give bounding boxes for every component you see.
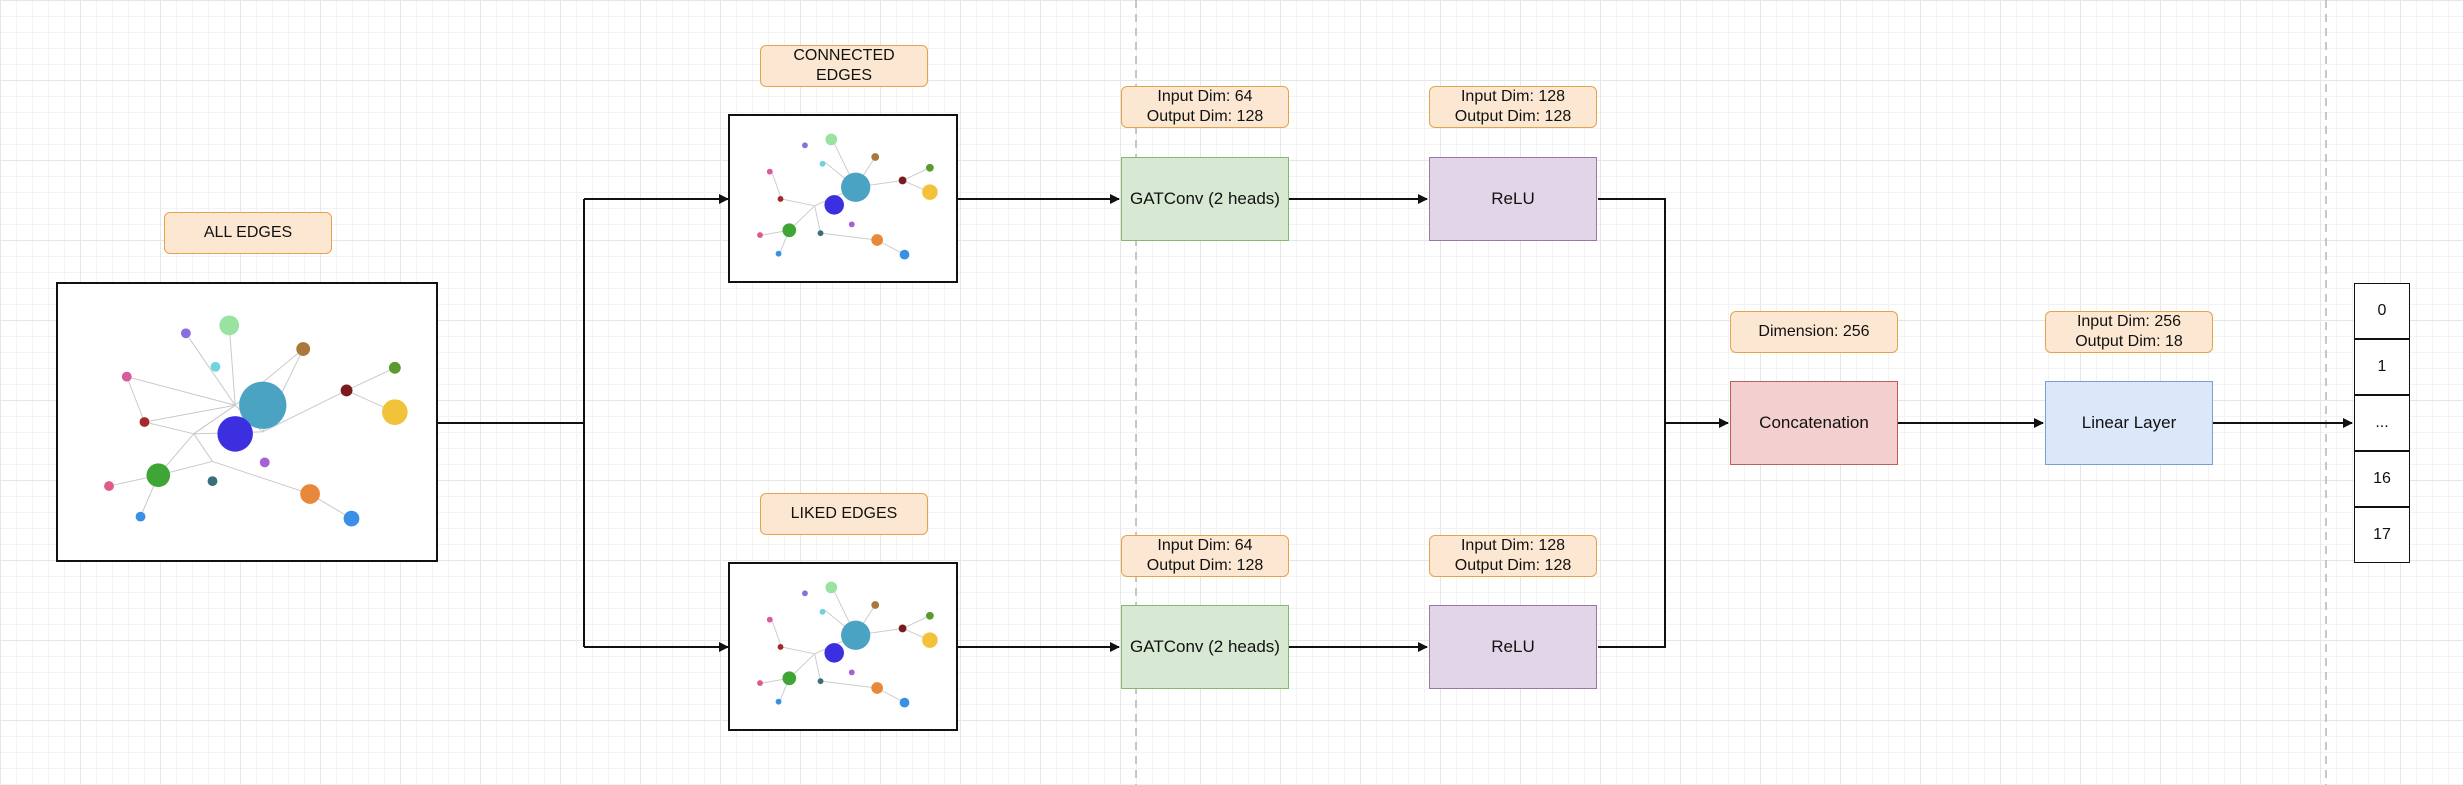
output-cell: ... [2354,395,2410,451]
relu-bottom-dims-label: Input Dim: 128 Output Dim: 128 [1429,535,1597,577]
all-edges-label: ALL EDGES [164,212,332,254]
relu-top-dims-label: Input Dim: 128 Output Dim: 128 [1429,86,1597,128]
all-edges-graph-drawing [104,315,408,527]
gat-conv-top-node: GATConv (2 heads) [1121,157,1289,241]
output-cell: 1 [2354,339,2410,395]
relu-bottom-node: ReLU [1429,605,1597,689]
connected-edges-graph [728,114,958,283]
output-cell: 17 [2354,507,2410,563]
liked-edges-label: LIKED EDGES [760,493,928,535]
connected-edges-label: CONNECTED EDGES [760,45,928,87]
concatenation-node: Concatenation [1730,381,1898,465]
gat-conv-bottom-node: GATConv (2 heads) [1121,605,1289,689]
split-connector [438,199,585,647]
liked-edges-graph-drawing [757,581,938,708]
all-edges-graph [56,282,438,562]
liked-edges-graph [728,562,958,731]
linear-dims-label: Input Dim: 256 Output Dim: 18 [2045,311,2213,353]
connected-edges-graph-drawing [757,133,938,260]
linear-layer-node: Linear Layer [2045,381,2213,465]
concat-dims-label: Dimension: 256 [1730,311,1898,353]
merge-connector [1598,198,1666,648]
gat-bottom-dims-label: Input Dim: 64 Output Dim: 128 [1121,535,1289,577]
gat-top-dims-label: Input Dim: 64 Output Dim: 128 [1121,86,1289,128]
relu-top-node: ReLU [1429,157,1597,241]
output-cell: 16 [2354,451,2410,507]
output-cell: 0 [2354,283,2410,339]
